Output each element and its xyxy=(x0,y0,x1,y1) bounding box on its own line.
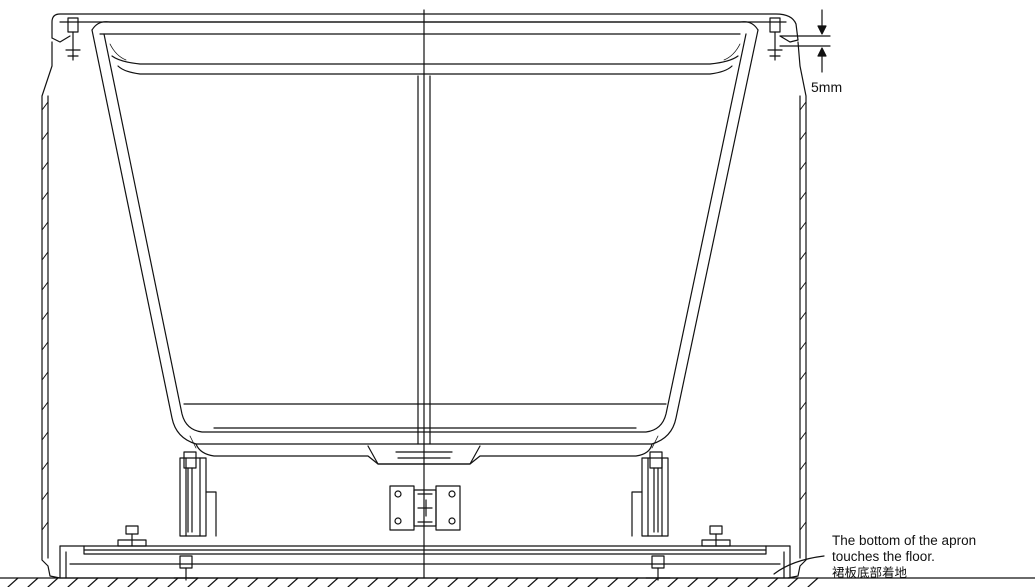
rim-clip-right xyxy=(767,17,783,61)
bowl-highlights xyxy=(109,43,741,449)
dimension-label: 5mm xyxy=(811,79,843,95)
adjustable-foot-right-outer xyxy=(701,525,731,547)
support-leg-left xyxy=(179,451,217,537)
apron-note-line-1: The bottom of the apron xyxy=(832,533,977,548)
rim-clip-left xyxy=(65,17,81,61)
support-leg-right xyxy=(631,451,669,537)
tub-bowl xyxy=(91,21,759,465)
annotation-leader xyxy=(773,555,825,575)
tub-rim xyxy=(51,13,799,43)
dimension-5mm xyxy=(779,9,831,73)
apron-note-line-2: touches the floor. xyxy=(832,549,935,564)
adjustable-foot-left-outer xyxy=(117,525,147,547)
apron-note-chinese: 裙板底部着地 xyxy=(832,565,908,580)
apron-hatching xyxy=(41,101,807,531)
adjustable-foot-right-inner xyxy=(645,555,671,581)
base-frame xyxy=(59,545,791,579)
hinge xyxy=(389,485,461,531)
floor xyxy=(0,577,1035,587)
apron-right xyxy=(787,41,807,579)
adjustable-foot-left-inner xyxy=(173,555,199,581)
center-axis xyxy=(417,9,431,579)
apron-left xyxy=(41,41,61,579)
